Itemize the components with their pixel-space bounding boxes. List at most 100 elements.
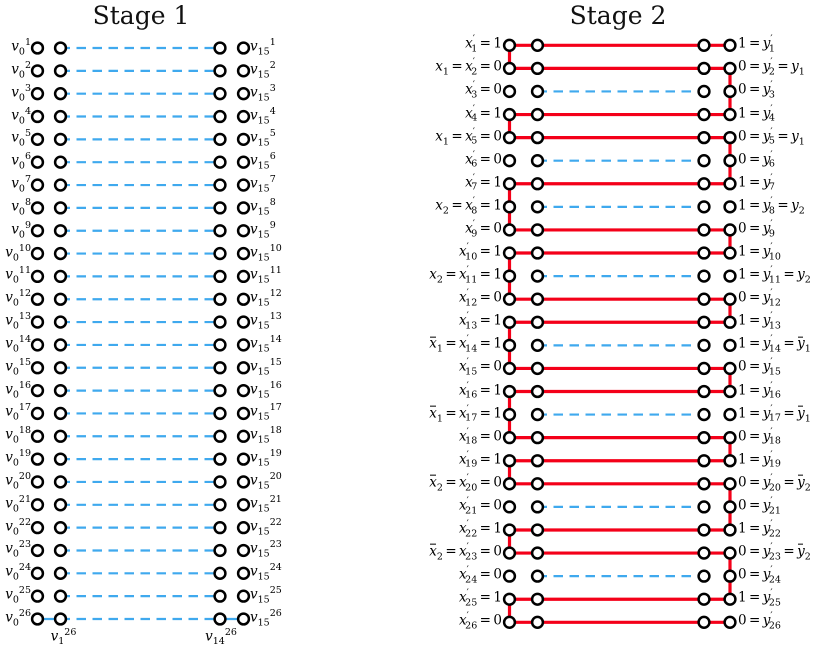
node [502, 269, 517, 283]
stage1-row-label-right: v159 [250, 219, 276, 241]
node [723, 615, 737, 629]
node [53, 246, 68, 261]
node [502, 177, 517, 191]
node [30, 41, 45, 55]
node [697, 500, 711, 514]
node [502, 292, 517, 306]
node [723, 361, 737, 376]
node [530, 569, 545, 583]
node [30, 155, 45, 169]
node [502, 200, 517, 214]
stage1-bottom-label: v1426 [205, 627, 237, 648]
node [697, 130, 711, 145]
overline: y [797, 474, 805, 491]
overline: x [429, 543, 437, 560]
node [502, 569, 517, 583]
node [697, 523, 711, 537]
stage2-row-label-left: x1=x′2=0 [435, 57, 502, 78]
node [30, 589, 45, 603]
node [236, 338, 251, 352]
node [697, 431, 711, 445]
node [53, 498, 68, 512]
node [30, 406, 45, 421]
overline: x [429, 474, 437, 491]
stage1-row-label-right: v158 [250, 197, 276, 218]
node [53, 566, 68, 580]
node [697, 338, 711, 352]
node [697, 269, 711, 283]
node [236, 498, 251, 512]
node [30, 338, 45, 352]
node [530, 107, 545, 122]
node [213, 41, 227, 55]
node [53, 178, 68, 192]
node [530, 154, 545, 168]
stage2-row-label-right: 0=y′18 [738, 426, 781, 447]
stage1-row-label-right: v1510 [250, 242, 282, 263]
node [236, 224, 251, 238]
node [502, 338, 517, 352]
stage2-row-label-left: x′10=1 [459, 242, 502, 263]
stage2-row-label-left: x′25=1 [459, 588, 502, 609]
node [236, 109, 251, 124]
node [53, 406, 68, 421]
node [723, 177, 737, 191]
node [30, 315, 45, 329]
node [30, 429, 45, 443]
stage1-row-label-left: v013 [5, 311, 31, 332]
stage1-row-label-left: v014 [5, 334, 31, 355]
stage1-row-label-right: v1521 [250, 493, 282, 515]
node [53, 201, 68, 215]
node [30, 452, 45, 466]
stage2-row-label-left: x′16=1 [459, 380, 502, 401]
node [723, 592, 737, 606]
stage2-row-label-right: 0=y′23=y2 [738, 542, 811, 563]
node [236, 87, 251, 101]
node [697, 454, 711, 468]
node [502, 61, 517, 76]
node [213, 406, 227, 421]
node [236, 201, 251, 215]
node [723, 292, 737, 306]
node [697, 546, 711, 560]
stage1-row-label-left: v023 [5, 539, 31, 560]
node [236, 566, 251, 580]
node [30, 612, 45, 626]
node [502, 315, 517, 329]
node [53, 589, 68, 603]
node [502, 130, 517, 145]
stage1-row-label-left: v020 [5, 471, 31, 492]
stage1-row-label-left: v026 [5, 608, 31, 629]
node [53, 87, 68, 101]
stage1-row-label-right: v1511 [250, 265, 282, 286]
node [697, 61, 711, 76]
node [697, 477, 711, 491]
node [723, 546, 737, 560]
stage1-row-label-left: v025 [5, 585, 31, 606]
node [697, 292, 711, 306]
stage1-row-label-left: v03 [11, 82, 31, 104]
node [530, 431, 545, 445]
node [213, 132, 227, 147]
stage1-row-label-left: v021 [5, 493, 31, 515]
stage2-row-label-right: 1=y′22 [738, 519, 781, 540]
node [502, 500, 517, 514]
stage2-row-label-left: x′15=0 [459, 357, 502, 378]
stage1-row-label-left: v010 [5, 242, 31, 263]
node [213, 361, 227, 375]
node [502, 592, 517, 606]
node [30, 520, 45, 535]
stage2-row-label-right: 1=y′25 [738, 588, 781, 609]
node [213, 589, 227, 603]
stage1-row-label-right: v1519 [250, 448, 282, 469]
node [236, 406, 251, 421]
stage2-row-label-right: 0=y′2=y1 [738, 57, 805, 78]
node [213, 612, 227, 626]
stage1-row-label-left: v07 [11, 174, 31, 195]
node [530, 177, 545, 191]
node [213, 338, 227, 352]
stage1-row-label-left: v02 [11, 59, 31, 81]
node [530, 38, 545, 52]
stage2-row-label-right: 1=y′7 [738, 172, 775, 194]
